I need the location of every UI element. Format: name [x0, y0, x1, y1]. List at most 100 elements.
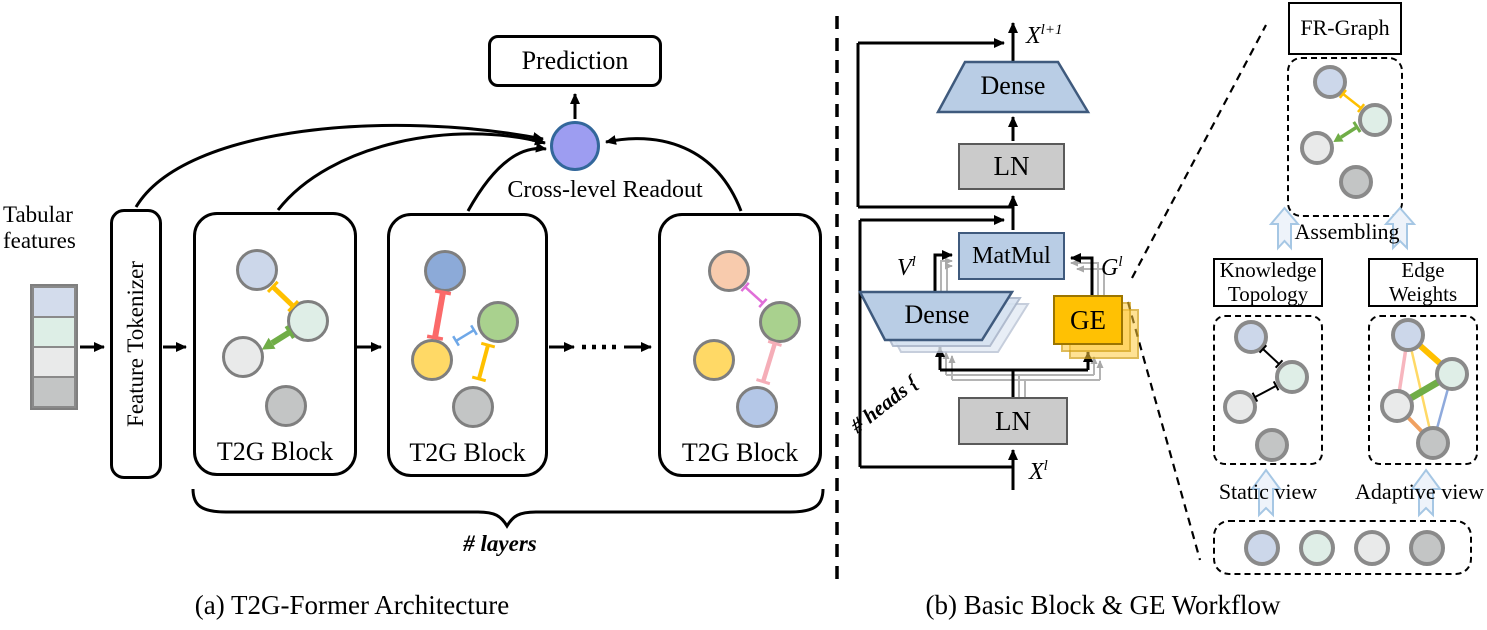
kt-node-lightgray [1223, 390, 1257, 424]
layers-label: # layers [463, 531, 537, 556]
knowledge-topology-tag: Knowledge Topology [1213, 258, 1323, 307]
knowledge-topology-box [1213, 315, 1323, 465]
feature-tokenizer-label: Feature Tokenizer [123, 261, 149, 427]
dense-mid-label: Dense [904, 300, 970, 329]
input-var-sup: l [1043, 458, 1048, 474]
t2g-block-2-label: T2G Block [409, 438, 526, 467]
zoom-guide-upper [1131, 24, 1267, 279]
feature-cell-gray [32, 376, 76, 408]
token-node-lightgray [1354, 530, 1390, 566]
token-row-box [1213, 520, 1472, 575]
edge-weights-line2: Weights [1388, 281, 1458, 306]
t2g-block-2: T2G Block [387, 213, 548, 477]
arrow-dense-to-matmul [933, 250, 953, 292]
graph-var-label: Gl [1101, 254, 1123, 282]
knowledge-topology-line1: Knowledge [1219, 257, 1317, 282]
ew-node-lightblue [1391, 318, 1425, 352]
cross-level-readout-node [550, 121, 600, 171]
b1-node-mint [287, 300, 329, 342]
fr-node-lightblue [1313, 65, 1347, 99]
dense-mid-shape [857, 290, 1015, 342]
tabular-feature-cells [30, 284, 78, 410]
token-node-gray [1409, 530, 1445, 566]
ln-top-label: LN [993, 151, 1030, 181]
knowledge-topology-line2: Topology [1227, 281, 1309, 306]
fr-node-mint [1358, 103, 1392, 137]
b1-node-gray [265, 385, 307, 427]
ln-top-box: LN [958, 143, 1065, 190]
feature-cell-blue [32, 286, 76, 318]
b1-node-lightgray [222, 336, 264, 378]
flow-arrows-panel-b [856, 22, 1094, 490]
curve-block2-to-readout [466, 142, 547, 212]
output-var-sup: l+1 [1040, 22, 1063, 38]
value-var-base: V [897, 255, 912, 281]
token-node-mint [1299, 530, 1335, 566]
kt-node-gray [1255, 428, 1289, 462]
dense-trapezoids [857, 60, 1091, 353]
static-view-label: Static view [1218, 479, 1318, 504]
graph-var-base: G [1101, 255, 1119, 281]
b3-node-periwinkle [736, 386, 778, 428]
fr-node-lightgray [1300, 131, 1334, 165]
tabular-features-label: Tabular features [3, 202, 76, 254]
input-var-base: X [1029, 459, 1044, 485]
token-node-lightblue [1244, 530, 1280, 566]
prediction-box: Prediction [488, 35, 662, 87]
b2-node-green [477, 301, 519, 343]
arrow-ge-to-matmul [1070, 253, 1094, 295]
flow-arrows-panel-a [80, 93, 652, 352]
readout-label: Cross-level Readout [507, 177, 703, 203]
layers-brace [191, 488, 825, 529]
input-var-label: Xl [1029, 458, 1048, 486]
dense-top-label: Dense [980, 71, 1046, 100]
kt-node-lightblue [1234, 320, 1268, 354]
t2g-block-1: T2G Block [193, 212, 357, 476]
split-line [940, 368, 1088, 397]
t2g-block-3-label: T2G Block [681, 438, 799, 467]
edge-weights-box [1368, 315, 1478, 465]
feature-tokenizer-box: Feature Tokenizer [110, 209, 162, 479]
ge-box: GE [1053, 295, 1123, 345]
caption-a: (a) T2G-Former Architecture [194, 590, 510, 620]
adaptive-view-label: Adaptive view [1355, 479, 1484, 504]
kt-node-mint [1275, 360, 1309, 394]
b1-node-lightblue [236, 249, 278, 291]
b2-node-yellow [411, 339, 453, 381]
output-var-label: Xl+1 [1026, 22, 1062, 50]
ew-node-mint [1435, 357, 1469, 391]
b3-node-yellow [693, 339, 735, 381]
edge-weights-tag: Edge Weights [1368, 258, 1478, 307]
dense-top-shape [935, 60, 1091, 114]
feature-cell-lightgray [32, 346, 76, 378]
readout-curves [134, 123, 743, 212]
b3-node-peach [708, 250, 750, 292]
fr-node-gray [1339, 165, 1373, 199]
value-var-sup: l [911, 254, 916, 270]
zoom-guide-lower [1126, 301, 1202, 561]
matmul-box: MatMul [958, 232, 1065, 280]
caption-b: (b) Basic Block & GE Workflow [925, 590, 1281, 620]
fr-graph-label: FR-Graph [1300, 15, 1390, 41]
output-var-base: X [1026, 23, 1041, 49]
ge-label: GE [1070, 304, 1106, 335]
graph-var-sup: l [1118, 254, 1123, 270]
b2-node-blue [424, 250, 466, 292]
matmul-label: MatMul [972, 242, 1051, 269]
feature-cell-mint [32, 316, 76, 348]
curve-block1-to-readout [276, 132, 546, 211]
assembling-label: Assembling [1294, 219, 1400, 244]
ge-zoom-guides [1126, 24, 1267, 561]
ln-bottom-box: LN [958, 397, 1068, 445]
curve-tokenizer-to-readout [134, 123, 544, 208]
prediction-label: Prediction [521, 46, 629, 75]
ew-node-lightgray [1380, 389, 1414, 423]
curve-block3-to-readout [605, 135, 743, 212]
value-var-label: Vl [897, 254, 916, 282]
fr-graph-tag: FR-Graph [1288, 2, 1402, 55]
edge-weights-line1: Edge [1401, 257, 1445, 282]
fr-graph-box [1287, 57, 1403, 217]
ew-node-gray [1416, 426, 1450, 460]
